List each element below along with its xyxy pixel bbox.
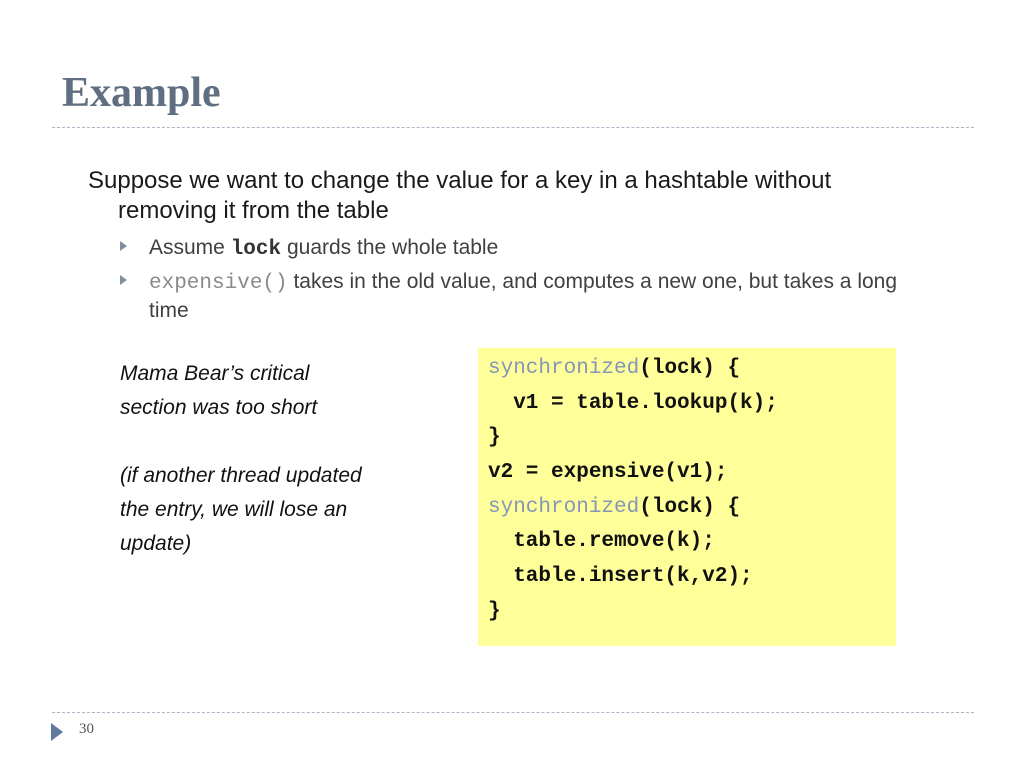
code-line: v2 = expensive(v1); (488, 461, 728, 485)
code-line: v1 = table.lookup(k); (488, 391, 778, 415)
code-text: (lock) { (639, 357, 741, 380)
code-line: } (488, 426, 501, 450)
sub-bullet-suffix: guards the whole table (281, 236, 499, 259)
note-line: section was too short (120, 396, 318, 419)
sub-bullet-prefix: Assume (149, 236, 231, 259)
sub-bullet-lock: Assume lock guards the whole table (120, 234, 910, 263)
note-line: update) (120, 532, 192, 555)
note-lost-update: (if another thread updated the entry, we… (120, 459, 440, 561)
code-line: synchronized(lock) { (488, 491, 896, 526)
slide-title: Example (62, 70, 221, 116)
title-divider (52, 127, 974, 128)
footer-divider (52, 712, 974, 713)
note-line: Mama Bear’s critical (120, 362, 310, 385)
code-block: synchronized(lock) { v1 = table.lookup(k… (478, 348, 896, 646)
page-number: 30 (79, 721, 94, 737)
code-keyword: synchronized (488, 357, 640, 380)
note-critical-section: Mama Bear’s critical section was too sho… (120, 357, 440, 425)
code-line: table.insert(k,v2); (488, 565, 753, 589)
code-text: (lock) { (639, 495, 741, 519)
sub-bullet-suffix: takes in the old value, and computes a n… (149, 270, 898, 322)
inline-code-expensive: expensive() (149, 272, 288, 295)
code-line: synchronized(lock) { (488, 352, 896, 387)
code-line: table.remove(k); (488, 530, 715, 554)
note-line: (if another thread updated (120, 464, 362, 487)
code-line: } (488, 599, 501, 623)
sub-bullet-text: Assume lock guards the whole table (149, 234, 910, 263)
footer-triangle-icon (51, 723, 63, 741)
main-bullet: Suppose we want to change the value for … (88, 167, 832, 224)
note-line: the entry, we will lose an (120, 498, 348, 521)
bullet-triangle-icon (120, 275, 127, 285)
sub-bullet-expensive: expensive() takes in the old value, and … (120, 268, 910, 324)
sub-bullet-text: expensive() takes in the old value, and … (149, 268, 910, 324)
code-keyword: synchronized (488, 495, 640, 519)
inline-code-lock: lock (230, 238, 282, 261)
bullet-triangle-icon (120, 241, 127, 251)
